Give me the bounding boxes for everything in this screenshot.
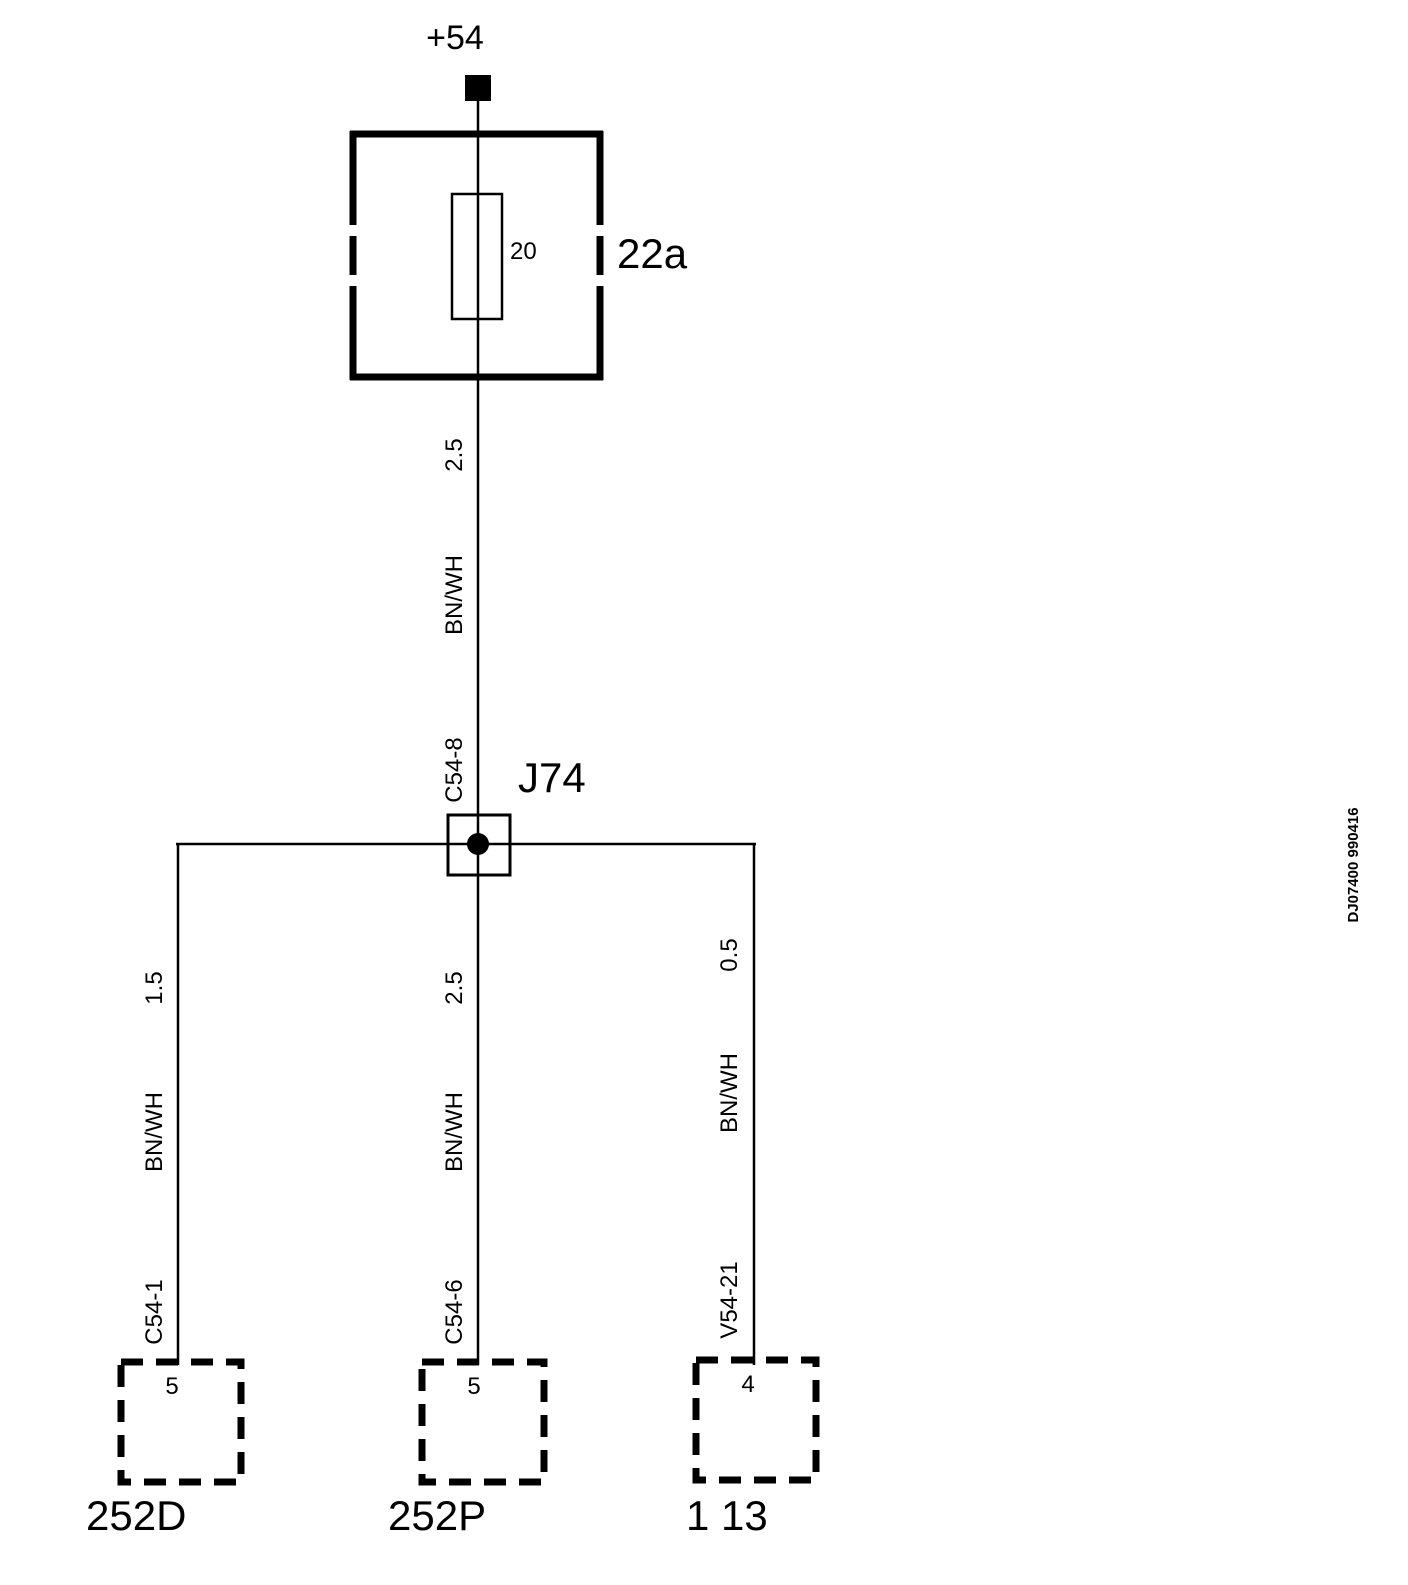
fuse-box — [349, 130, 604, 381]
component-label-113: 1 13 — [686, 1492, 768, 1539]
main-wire-gauge: 2.5 — [441, 438, 468, 471]
component-box-113 — [692, 1356, 820, 1484]
junction-dot — [467, 833, 489, 855]
drawing-id: DJ07400 990416 — [1345, 807, 1362, 922]
fuse-rating: 20 — [510, 238, 537, 265]
branch-pin-252d: C54-1 — [141, 1279, 168, 1344]
branch-color-113: BN/WH — [716, 1053, 743, 1133]
component-label-252p: 252P — [388, 1492, 486, 1539]
branch-color-252d: BN/WH — [141, 1092, 168, 1172]
junction-label: J74 — [518, 754, 586, 801]
component-box-252d — [117, 1358, 245, 1486]
branch-pin-252p: C54-6 — [441, 1279, 468, 1344]
branch-gauge-113: 0.5 — [716, 938, 743, 971]
branch-gauge-252p: 2.5 — [441, 971, 468, 1004]
main-wire-color: BN/WH — [441, 555, 468, 635]
component-box-252p — [418, 1358, 548, 1486]
branch-color-252p: BN/WH — [441, 1092, 468, 1172]
terminal-number-113: 4 — [741, 1371, 754, 1398]
component-label-252d: 252D — [86, 1492, 186, 1539]
junction-pin: C54-8 — [441, 737, 468, 802]
terminal-number-252p: 5 — [467, 1373, 480, 1400]
fuse-box-label: 22a — [617, 230, 688, 277]
branch-pin-113: V54-21 — [716, 1261, 743, 1338]
supply-label: +54 — [426, 19, 484, 57]
branch-gauge-252d: 1.5 — [141, 971, 168, 1004]
terminal-number-252d: 5 — [165, 1373, 178, 1400]
